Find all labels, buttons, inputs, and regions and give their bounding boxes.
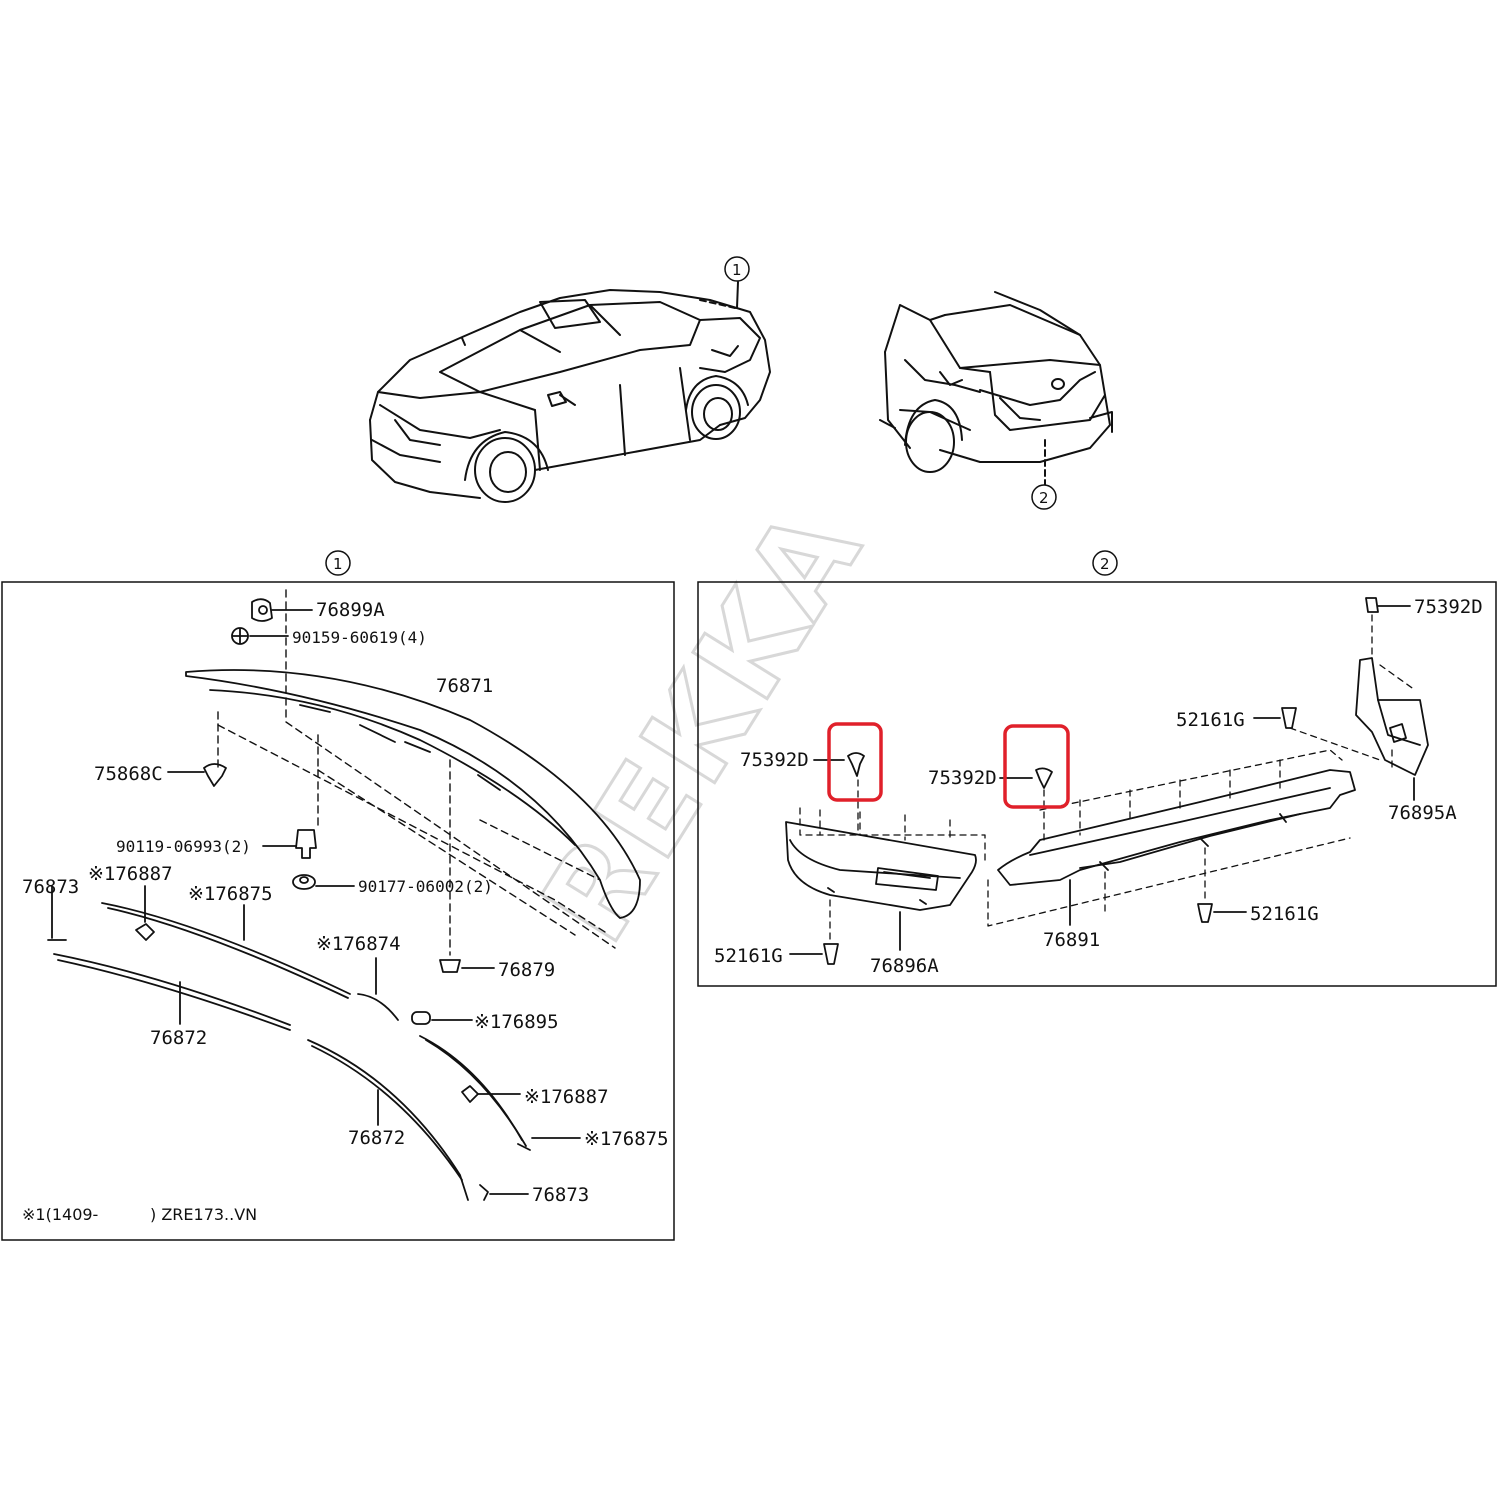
label-76896A: 76896A [870,955,939,977]
label-75392D-top-right: 75392D [1414,596,1483,618]
panel-1-parts [47,589,641,1201]
label-90159-60619: 90159-60619(4) [292,628,427,647]
panel-1-frame [1,581,675,1241]
label-176875-bottom: ※176875 [584,1128,669,1150]
callout-2-circle [1031,484,1057,510]
panel-1-labels: 76899A 90159-60619(4) 76871 75868C 90119… [22,599,669,1224]
callout-1-top: 1 [724,256,750,282]
panel-2-parts [785,597,1429,965]
panel-2-callout-label: 2 [1100,555,1110,573]
label-176874: ※176874 [316,933,401,955]
panel-1-callout-label: 1 [333,555,343,573]
footnote-suffix: ) ZRE173..VN [150,1205,257,1224]
panel-2-header: 2 [1092,550,1118,576]
label-75392D-left: 75392D [740,749,809,771]
label-176887-top: ※176887 [88,863,173,885]
label-76895A: 76895A [1388,802,1457,824]
panel-1-callout-circle [325,550,351,576]
label-76891: 76891 [1043,929,1100,951]
label-76873-top: 76873 [22,876,79,898]
label-76879: 76879 [498,959,555,981]
label-176887-bottom: ※176887 [524,1086,609,1108]
label-76872-left: 76872 [150,1027,207,1049]
panel-2-labels: 75392D 52161G 76895A 75392D 75392D 52161… [714,596,1483,977]
label-176875-top: ※176875 [188,883,273,905]
label-75392D-center: 75392D [928,767,997,789]
panel-2-callout-circle [1092,550,1118,576]
label-52161G-top-right: 52161G [1176,709,1245,731]
label-75868C: 75868C [94,763,163,785]
label-76872-bottom: 76872 [348,1127,405,1149]
label-176895: ※176895 [474,1011,559,1033]
callout-1-label: 1 [732,261,742,279]
highlight-box-left [827,722,883,802]
label-52161G-right: 52161G [1250,903,1319,925]
car-front-three-quarter [369,281,771,503]
label-76873-bottom: 76873 [532,1184,589,1206]
label-90177-06002: 90177-06002(2) [358,877,493,896]
label-90119-06993: 90119-06993(2) [116,837,251,856]
panel-2-highlights [827,722,1070,809]
label-76899A: 76899A [316,599,385,621]
footnote-prefix: ※1(1409- [22,1205,98,1224]
label-52161G-left: 52161G [714,945,783,967]
panel-2-frame [697,581,1497,987]
highlight-box-center [1003,724,1070,809]
label-76871: 76871 [436,675,493,697]
callout-2-label: 2 [1039,489,1049,507]
panel-1-header: 1 [325,550,351,576]
callout-1-circle [724,256,750,282]
car-rear-three-quarter [879,291,1113,486]
callout-2-top: 2 [1031,484,1057,510]
